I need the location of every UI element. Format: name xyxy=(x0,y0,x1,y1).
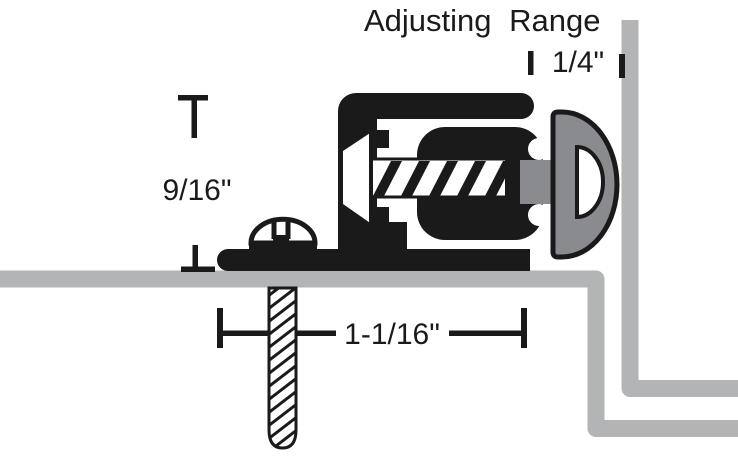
dim-9-16-bottom-tick xyxy=(181,266,215,272)
profile-height-label: 9/16" xyxy=(162,174,232,207)
dim-1-1-16-line-c xyxy=(449,330,524,336)
dim-1-1-16-right-tick xyxy=(521,308,527,348)
dim-9-16-bottom-stem xyxy=(192,245,198,272)
screw-dome xyxy=(248,216,318,246)
dim-1-1-16-line-a xyxy=(220,330,269,336)
dim-1-1-16-left-tick xyxy=(217,308,223,348)
screw-flange xyxy=(249,242,317,250)
housing-notch-bottom xyxy=(528,204,550,226)
adjusting-screw-threads xyxy=(373,161,505,196)
bumper-seal xyxy=(550,109,620,260)
adjusting-screw-head xyxy=(339,128,373,228)
base-width-label: 1-1/16" xyxy=(344,318,440,351)
dim-1-4-right-tick xyxy=(619,54,625,78)
bumper-stem xyxy=(520,160,554,204)
adjusting-range-label: Adjusting Range xyxy=(364,3,601,38)
door-edge-profile xyxy=(0,270,738,437)
dim-1-4-left-tick xyxy=(528,51,534,75)
mounting-base-plate xyxy=(217,249,530,271)
adjusting-range-value-label: 1/4" xyxy=(551,46,605,79)
adjusting-screw-shaft xyxy=(371,157,505,199)
clamp-bracket xyxy=(338,93,534,250)
oval-head-screw xyxy=(248,216,318,250)
housing-notch-top xyxy=(528,138,550,160)
screw-slot xyxy=(271,222,291,244)
dim-1-1-16-line-b xyxy=(297,330,336,336)
bracket-tab-top xyxy=(377,130,389,148)
dimension-1-1-16 xyxy=(217,308,527,348)
wood-screw-outline xyxy=(267,286,298,450)
wood-screw xyxy=(267,286,298,450)
bumper-inner-cavity xyxy=(575,144,605,220)
dim-9-16-top-stem xyxy=(191,95,197,138)
dimension-1-4 xyxy=(528,51,625,78)
sweep-mechanism xyxy=(217,93,620,271)
jamb-profile xyxy=(621,20,738,397)
bracket-tab-bottom xyxy=(377,207,389,225)
dimension-9-16 xyxy=(178,95,215,272)
